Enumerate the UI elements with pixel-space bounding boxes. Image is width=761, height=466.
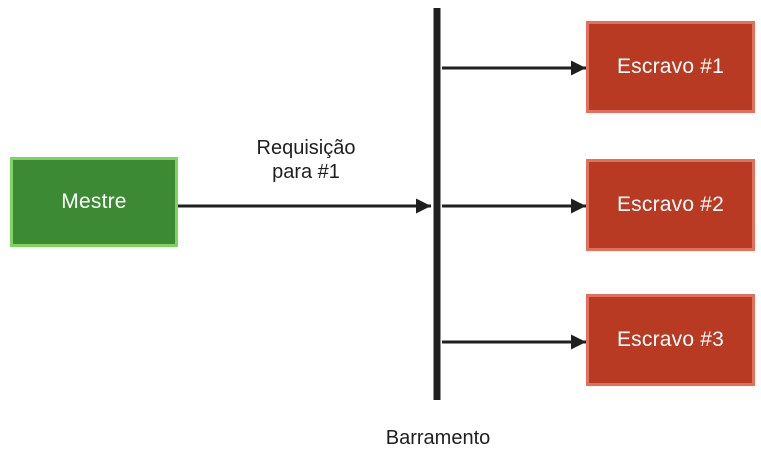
slave-box-2: Escravo #2 — [586, 159, 755, 251]
master-box: Mestre — [10, 157, 178, 247]
slave-box-1: Escravo #1 — [586, 21, 755, 113]
slave-1-label: Escravo #1 — [616, 55, 725, 78]
request-label-line-2: para #1 — [272, 161, 340, 183]
request-label-line-1: Requisição — [256, 137, 356, 159]
master-label: Mestre — [61, 190, 127, 213]
request-label: Requisição para #1 — [236, 136, 376, 184]
slave-3-label: Escravo #3 — [616, 328, 725, 351]
bus-label: Barramento — [385, 427, 491, 449]
slave-box-3: Escravo #3 — [586, 294, 755, 386]
slave-2-label: Escravo #2 — [616, 193, 725, 216]
